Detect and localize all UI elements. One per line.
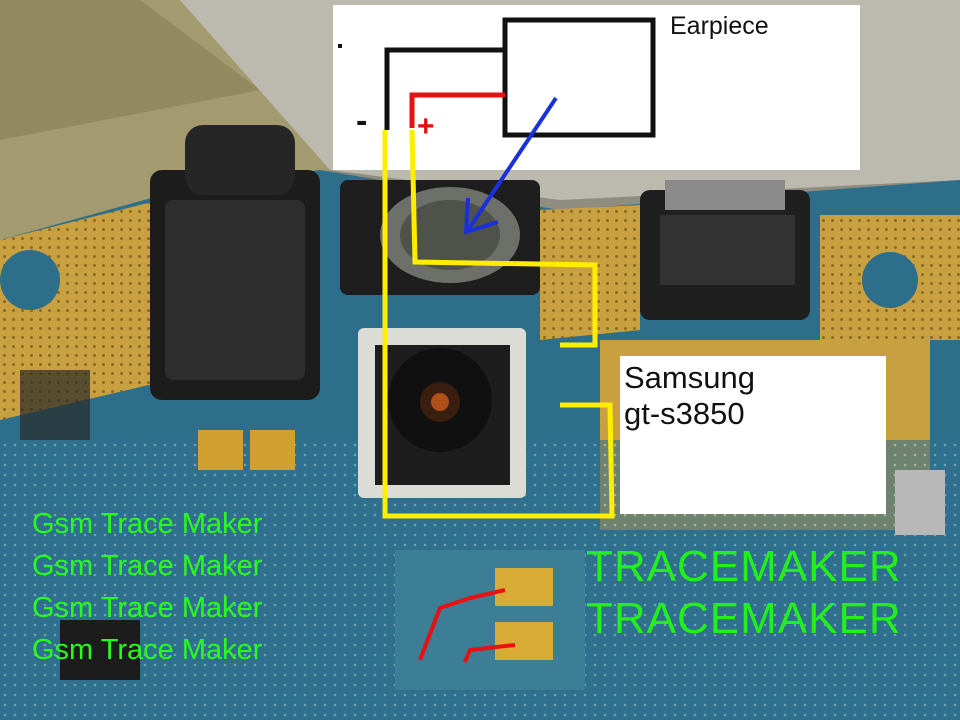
red-jumper-traces <box>418 588 516 663</box>
camera-module <box>358 328 526 498</box>
yellow-trace-negative <box>382 130 615 519</box>
diagram-background <box>333 5 860 170</box>
watermark-gsm-3: Gsm Trace Maker <box>32 592 263 624</box>
earpiece-label: Earpiece <box>670 12 769 40</box>
negative-terminal-label: - <box>356 102 368 140</box>
positive-terminal-label: + <box>417 110 435 143</box>
watermark-tracemaker-1: TRACEMAKER <box>586 542 902 591</box>
model-brand: Samsung <box>624 360 755 395</box>
watermark-gsm-4: Gsm Trace Maker <box>32 634 263 666</box>
watermark-gsm-1: Gsm Trace Maker <box>32 508 263 540</box>
positive-wire <box>409 92 505 128</box>
model-label-box <box>620 356 886 514</box>
watermark-gsm-2: Gsm Trace Maker <box>32 550 263 582</box>
usb-connector <box>640 180 810 320</box>
yellow-trace-positive <box>409 129 598 348</box>
model-number: gt-s3850 <box>624 396 745 431</box>
watermark-tracemaker-2: TRACEMAKER <box>586 594 902 643</box>
earpiece-box <box>502 17 656 138</box>
negative-wire <box>384 47 505 130</box>
blue-arrow <box>463 96 558 235</box>
model-label: Samsung gt-s3850 <box>624 360 755 432</box>
audio-jack <box>150 125 320 400</box>
